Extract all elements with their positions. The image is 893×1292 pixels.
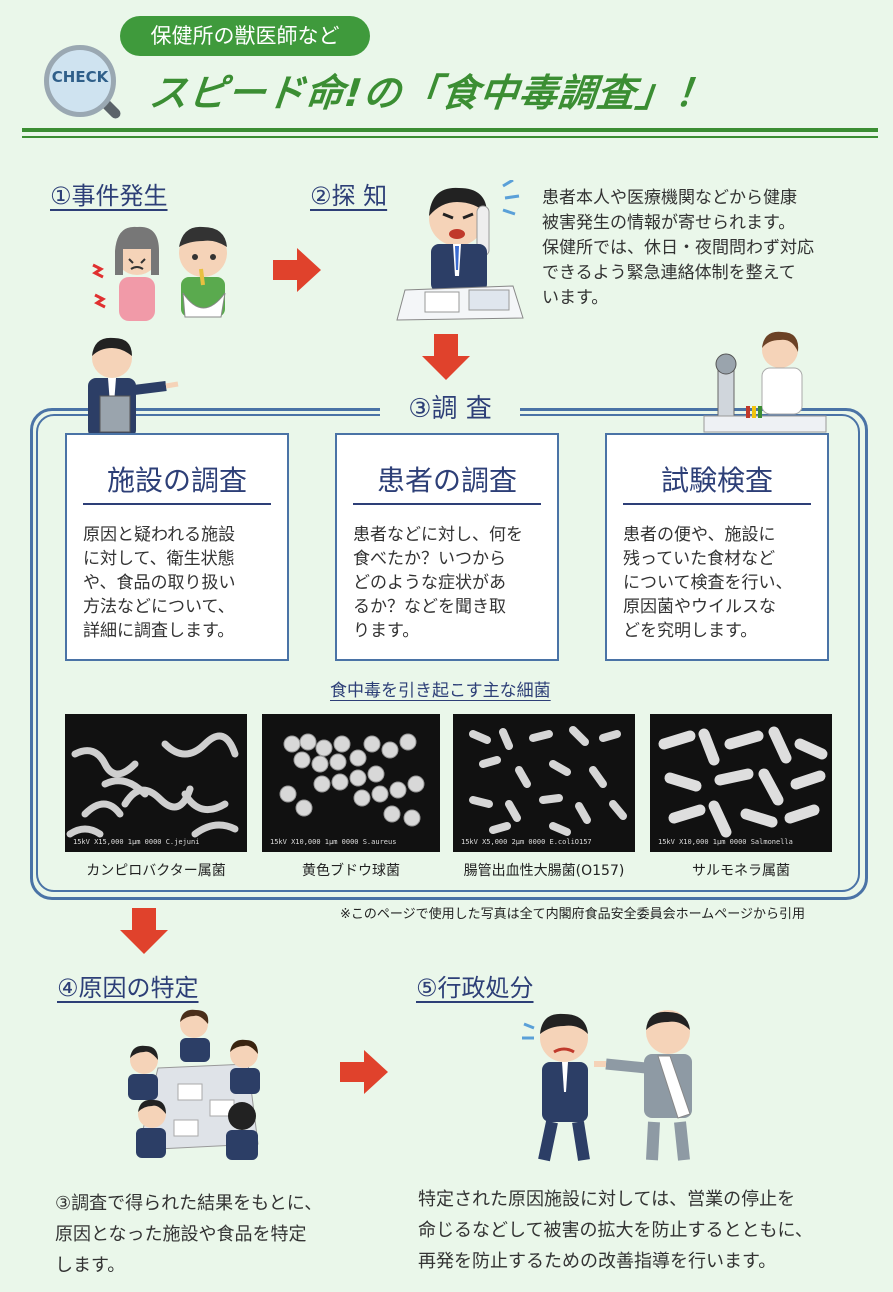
card-title: 施設の調査 [106,464,247,497]
page-title: スピード命!の「食中毒調査」！ [147,71,717,115]
scale-label: 15kV X10,000 1μm 0000 Salmonella [658,838,793,846]
card-line: 患者などに対し、何を [353,525,523,545]
card-body: 患者などに対し、何を 食べたか？いつから どのような症状があ るか？などを聞き取… [353,523,523,643]
card-line: るか？などを聞き取 [353,597,506,617]
step5-text: 特定された原因施設に対しては、営業の停止を 命じるなどして被害の拡大を防止すると… [418,1184,858,1277]
step5-line: 再発を防止するための改善指導を行います。 [418,1251,777,1272]
scale-label: 15kV X15,000 1μm 0000 C.jejuni [73,838,200,846]
arrow-down-icon [422,334,470,380]
card-rule [353,503,541,505]
salmonella-caption: サルモネラ属菌 [692,863,790,879]
card-line: に対して、衛生状態 [83,549,235,569]
step5-heading: ⑤行政処分 [416,974,534,1002]
card-line: 食べたか？いつから [353,549,506,569]
phone-officer-illustration [396,180,524,321]
card-line: について検査を行い、 [623,573,793,593]
step2-heading: ②探 知 [310,182,388,210]
card-line: ります。 [353,621,420,641]
step4-line: ③調査で得られた結果をもとに、 [55,1193,323,1214]
header-rule-thin [22,136,878,138]
step4-line: 原因となった施設や食品を特定 [55,1224,307,1245]
campylobacter-caption: カンピロバクター属菌 [86,863,226,879]
card-body: 患者の便や、施設に 残っていた食材など について検査を行い、 原因菌やウイルスな… [623,523,793,643]
staphylococcus-photo: 15kV X10,000 1μm 0000 S.aureus [262,714,440,852]
step2-line: います。 [542,288,609,308]
arrow-right-icon [340,1050,388,1094]
card-line: や、食品の取り扱い [83,573,236,593]
check-magnifier-icon [44,45,116,117]
scale-label: 15kV X5,000 2μm 0000 E.coliO157 [461,838,592,846]
step2-line: できるよう緊急連絡体制を整えて [542,263,796,283]
step3-heading: ③調 査 [380,388,520,425]
bacteria-title: 食中毒を引き起こす主な細菌 [330,681,551,701]
arrow-right-icon [273,248,321,292]
step5-line: 特定された原因施設に対しては、営業の停止を [418,1189,796,1210]
step2-line: 患者本人や医療機関などから健康 [542,188,797,208]
ecoli-o157-photo: 15kV X5,000 2μm 0000 E.coliO157 [453,714,635,852]
step4-heading: ④原因の特定 [57,974,199,1002]
card-body: 原因と疑われる施設 に対して、衛生状態 や、食品の取り扱い 方法などについて、 … [83,523,236,643]
arrow-down-icon [120,908,168,954]
ecoli-caption: 腸管出血性大腸菌(O157) [463,863,625,879]
header-badge: 保健所の獣医師など [120,16,370,56]
meeting-illustration [128,1009,260,1160]
step2-line: 被害発生の情報が寄せられます。 [542,213,796,233]
administrative-action-illustration [522,1010,692,1162]
step4-line: します。 [55,1255,126,1276]
scale-label: 15kV X10,000 1μm 0000 S.aureus [270,838,397,846]
card-line: 原因と疑われる施設 [83,525,236,545]
card-rule [623,503,811,505]
card-line: どのような症状があ [353,573,506,593]
facility-investigation-card: 施設の調査 原因と疑われる施設 に対して、衛生状態 や、食品の取り扱い 方法など… [65,433,289,661]
card-line: 詳細に調査します。 [83,621,235,641]
salmonella-photo: 15kV X10,000 1μm 0000 Salmonella [650,714,832,852]
step1-heading: ①事件発生 [50,182,168,210]
card-title: 試験検査 [660,464,773,497]
card-line: 原因菌やウイルスな [623,597,776,617]
card-rule [83,503,271,505]
step5-line: 命じるなどして被害の拡大を防止するとともに、 [418,1220,813,1241]
step2-text: 患者本人や医療機関などから健康 被害発生の情報が寄せられます。 保健所では、休日… [542,186,872,311]
card-line: 方法などについて、 [83,597,235,617]
staphylococcus-caption: 黄色ブドウ球菌 [302,863,400,879]
photo-credit-note: ※このページで使用した写真は全て内閣府食品安全委員会ホームページから引用 [340,907,805,922]
campylobacter-photo: 15kV X15,000 1μm 0000 C.jejuni [65,714,247,852]
inspector-illustration [88,337,179,438]
step4-text: ③調査で得られた結果をもとに、 原因となった施設や食品を特定 します。 [55,1188,355,1281]
card-line: 患者の便や、施設に [623,525,776,545]
lab-test-card: 試験検査 患者の便や、施設に 残っていた食材など について検査を行い、 原因菌や… [605,433,829,661]
card-line: 残っていた食材など [623,549,776,569]
card-title: 患者の調査 [376,464,517,497]
step2-line: 保健所では、休日・夜間問わず対応 [542,238,814,258]
card-line: どを究明します。 [623,621,758,641]
header-rule [22,128,878,132]
patient-investigation-card: 患者の調査 患者などに対し、何を 食べたか？いつから どのような症状があ るか？… [335,433,559,661]
sick-patients-illustration [92,226,227,321]
check-label: CHECK [51,68,109,86]
lab-scientist-illustration [703,331,827,433]
